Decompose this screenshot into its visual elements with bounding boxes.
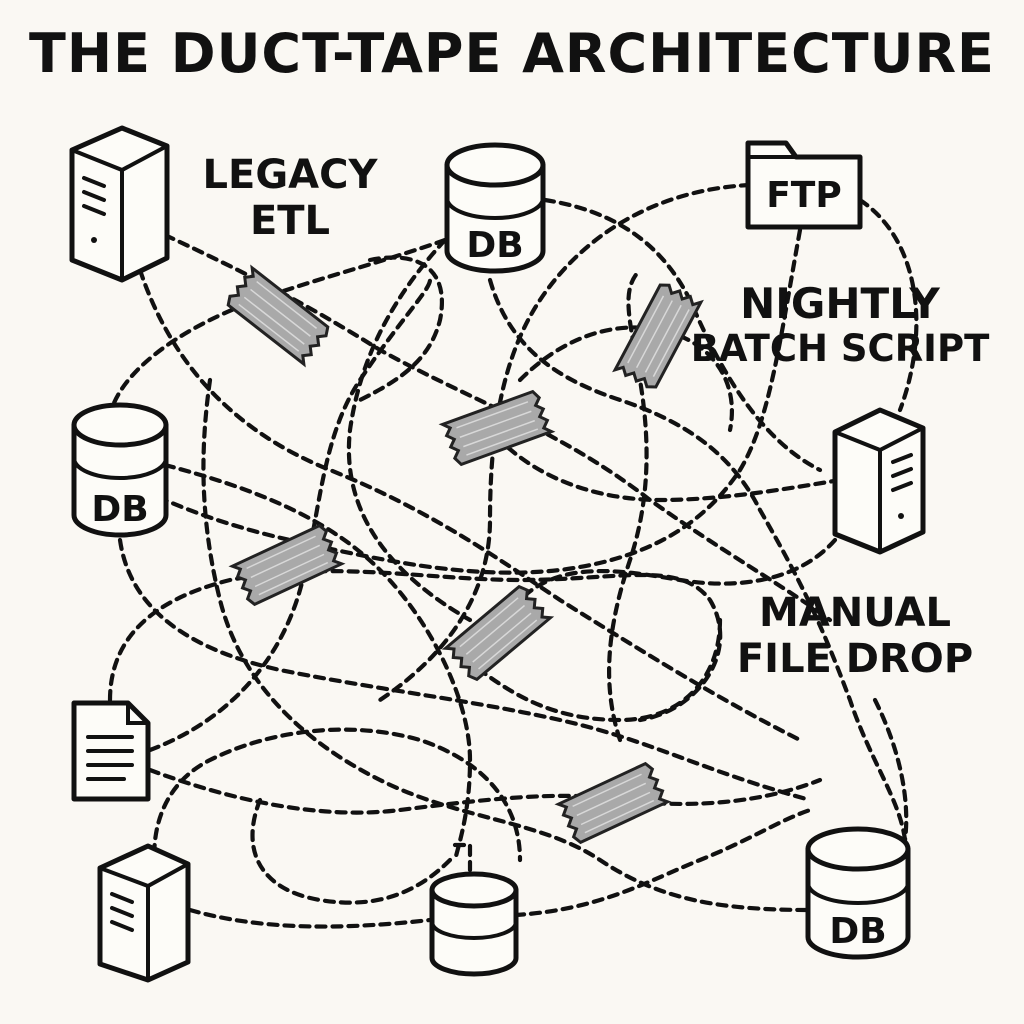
wire [102,227,803,575]
legacy-etl-label: LEGACY ETL [190,152,390,244]
wire [346,237,473,623]
wire [517,537,838,603]
wire [147,277,433,753]
wire [377,182,753,703]
wire [250,797,453,905]
wire [187,907,433,929]
server-icon [832,407,926,555]
wire [517,325,734,433]
database-icon [429,871,519,977]
duct-tape [438,389,556,467]
wire [137,267,803,743]
server-icon [97,843,191,983]
wire [106,237,448,443]
nightly-batch-label-line2: BATCH SCRIPT [690,327,990,371]
db-label: DB [829,911,886,952]
db-label: DB [91,489,148,530]
duct-tape [554,761,672,845]
wires [102,182,919,929]
wire [452,842,473,873]
ftp-folder-icon: FTP [745,140,863,230]
duct-tape [441,584,555,682]
duct-tape [226,264,330,368]
server-icon [69,125,170,283]
legacy-etl-label-line1: LEGACY [202,152,378,198]
ftp-label: FTP [766,175,842,216]
wire [857,197,919,413]
wire [497,437,843,503]
wire [201,377,813,913]
wire [872,697,909,843]
db-label: DB [466,225,523,266]
wire [512,807,813,918]
duct-tape [228,523,346,607]
nightly-batch-label-line1: NIGHTLY [740,279,940,328]
wire [487,277,908,843]
manual-file-drop-label: MANUAL FILE DROP [720,590,990,682]
wire [117,537,813,803]
wire [607,267,649,743]
wire [107,569,723,723]
legacy-etl-label-line2: ETL [249,198,331,244]
database-icon: DB [805,826,911,960]
wire [162,462,473,863]
tape-pieces [226,264,704,845]
database-icon: DB [71,402,169,538]
wire [477,617,723,723]
manual-file-drop-label-line2: FILE DROP [736,636,974,682]
manual-file-drop-label-line1: MANUAL [759,590,951,636]
nightly-batch-label: NIGHTLY BATCH SCRIPT [690,279,990,371]
duct-tape [612,283,704,389]
database-icon: DB [444,142,546,274]
wire [152,727,523,873]
wire [357,255,444,403]
diagram-title: THE DUCT-TAPE ARCHITECTURE [29,22,995,85]
document-icon [71,700,151,802]
